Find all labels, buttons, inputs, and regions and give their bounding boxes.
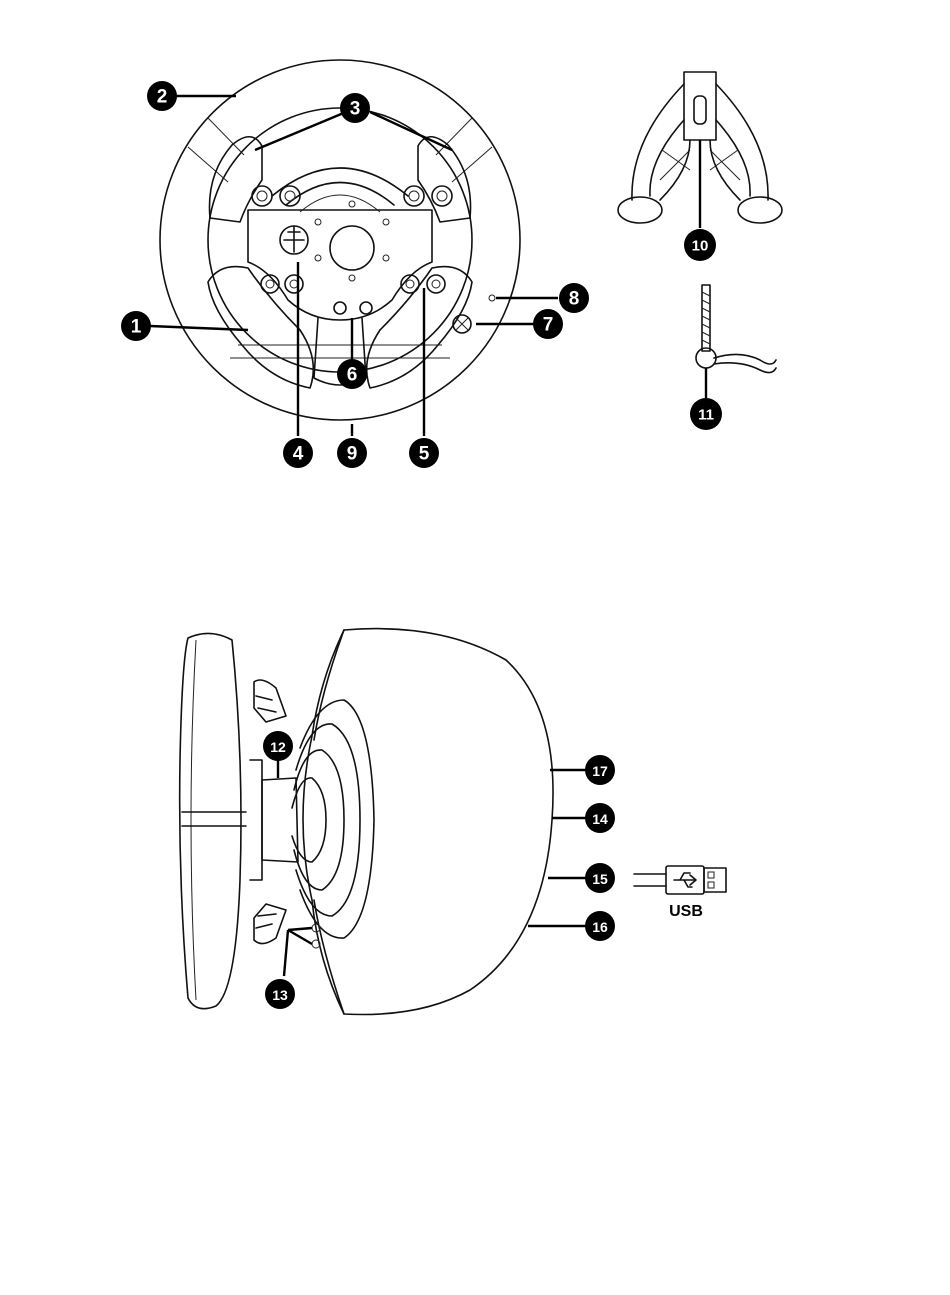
callout-9: 9	[337, 438, 367, 468]
callout-4-label: 4	[293, 444, 304, 465]
callout-16: 16	[585, 911, 615, 941]
usb-connector-icon: USB	[634, 866, 726, 920]
callout-7: 7	[533, 309, 563, 339]
callout-17: 17	[585, 755, 615, 785]
callout-6-label: 6	[347, 365, 358, 386]
led-icon	[489, 295, 495, 301]
callout-14-label: 14	[592, 811, 608, 827]
callout-5-label: 5	[419, 444, 430, 465]
callout-8: 8	[559, 283, 589, 313]
callout-10-label: 10	[692, 238, 709, 255]
mounting-bracket	[618, 72, 782, 228]
callout-3: 3	[340, 93, 370, 123]
callout-12: 12	[263, 731, 293, 761]
callout-1-label: 1	[131, 317, 142, 338]
callout-8-label: 8	[569, 289, 580, 310]
callout-5: 5	[409, 438, 439, 468]
callout-7-label: 7	[543, 315, 554, 336]
callout-15: 15	[585, 863, 615, 893]
callout-16-label: 16	[592, 919, 608, 935]
callout-13: 13	[265, 979, 295, 1009]
callout-6: 6	[337, 359, 367, 389]
callout-4: 4	[283, 438, 313, 468]
side-view-leaders	[278, 746, 586, 976]
callout-15-label: 15	[592, 871, 608, 887]
clamp-screw	[696, 285, 776, 398]
callout-11-label: 11	[698, 407, 714, 424]
callout-13-label: 13	[272, 987, 288, 1003]
callout-14: 14	[585, 803, 615, 833]
callout-12-label: 12	[270, 739, 286, 755]
callout-2: 2	[147, 81, 177, 111]
callout-2-label: 2	[157, 87, 168, 108]
callout-17-label: 17	[592, 763, 608, 779]
usb-label: USB	[669, 903, 703, 920]
callout-3-label: 3	[350, 99, 361, 120]
wheel-side-view	[180, 629, 553, 1015]
callout-1: 1	[121, 311, 151, 341]
callout-9-label: 9	[347, 444, 358, 465]
callout-10: 10	[684, 229, 716, 261]
callout-11: 11	[690, 398, 722, 430]
